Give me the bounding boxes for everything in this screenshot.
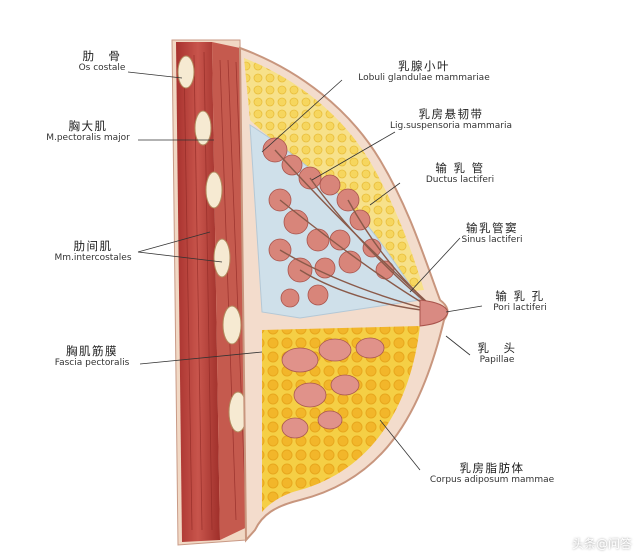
label-adipose: 乳房脂肪体 Corpus adiposum mammae [412,461,572,486]
label-zh: 肋 骨 [82,49,122,63]
label-latin: Lig.suspensoria mammaria [390,121,512,132]
label-latin: Fascia pectoralis [54,358,130,369]
rib-bones [177,55,248,433]
label-zh: 乳房悬韧带 [418,107,484,121]
label-latin: Pori lactiferi [493,303,547,314]
label-zh: 肋间肌 [73,239,113,253]
label-latin: Mm.intercostales [54,253,132,264]
label-latin: Ductus lactiferi [425,175,495,186]
upper-fat-tissue [244,58,424,292]
label-fascia-pectoralis: 胸肌筋膜 Fascia pectoralis [44,344,140,369]
label-zh: 胸肌筋膜 [66,344,118,358]
lower-gland-lobes [281,337,385,439]
label-zh: 乳 头 [477,341,517,355]
label-latin: Papillae [479,355,515,366]
label-latin: M.pectoralis major [46,133,130,144]
label-zh: 输 乳 孔 [495,289,545,303]
label-ductus: 输 乳 管 Ductus lactiferi [400,161,520,186]
label-intercostales: 肋间肌 Mm.intercostales [48,239,138,264]
label-lobuli: 乳腺小叶 Lobuli glandulae mammariae [324,59,524,84]
label-latin: Sinus lactiferi [461,235,523,246]
label-latin: Os costale [78,63,126,74]
watermark: 头条@问答 [571,537,632,551]
label-zh: 乳腺小叶 [398,59,450,73]
label-zh: 乳房脂肪体 [459,461,525,475]
label-zh: 输乳管窦 [466,221,518,235]
leader-lines [127,71,483,471]
label-os-costale: 肋 骨 Os costale [62,49,142,74]
label-papilla: 乳 头 Papillae [452,341,542,366]
label-zh: 胸大肌 [68,119,108,133]
label-latin: Lobuli glandulae mammariae [358,73,490,84]
label-latin: Corpus adiposum mammae [429,475,555,486]
label-pori: 输 乳 孔 Pori lactiferi [470,289,570,314]
label-sinus: 输乳管窦 Sinus lactiferi [432,221,552,246]
label-ligament: 乳房悬韧带 Lig.suspensoria mammaria [356,107,546,132]
label-pectoralis-major: 胸大肌 M.pectoralis major [40,119,136,144]
label-zh: 输 乳 管 [435,161,485,175]
